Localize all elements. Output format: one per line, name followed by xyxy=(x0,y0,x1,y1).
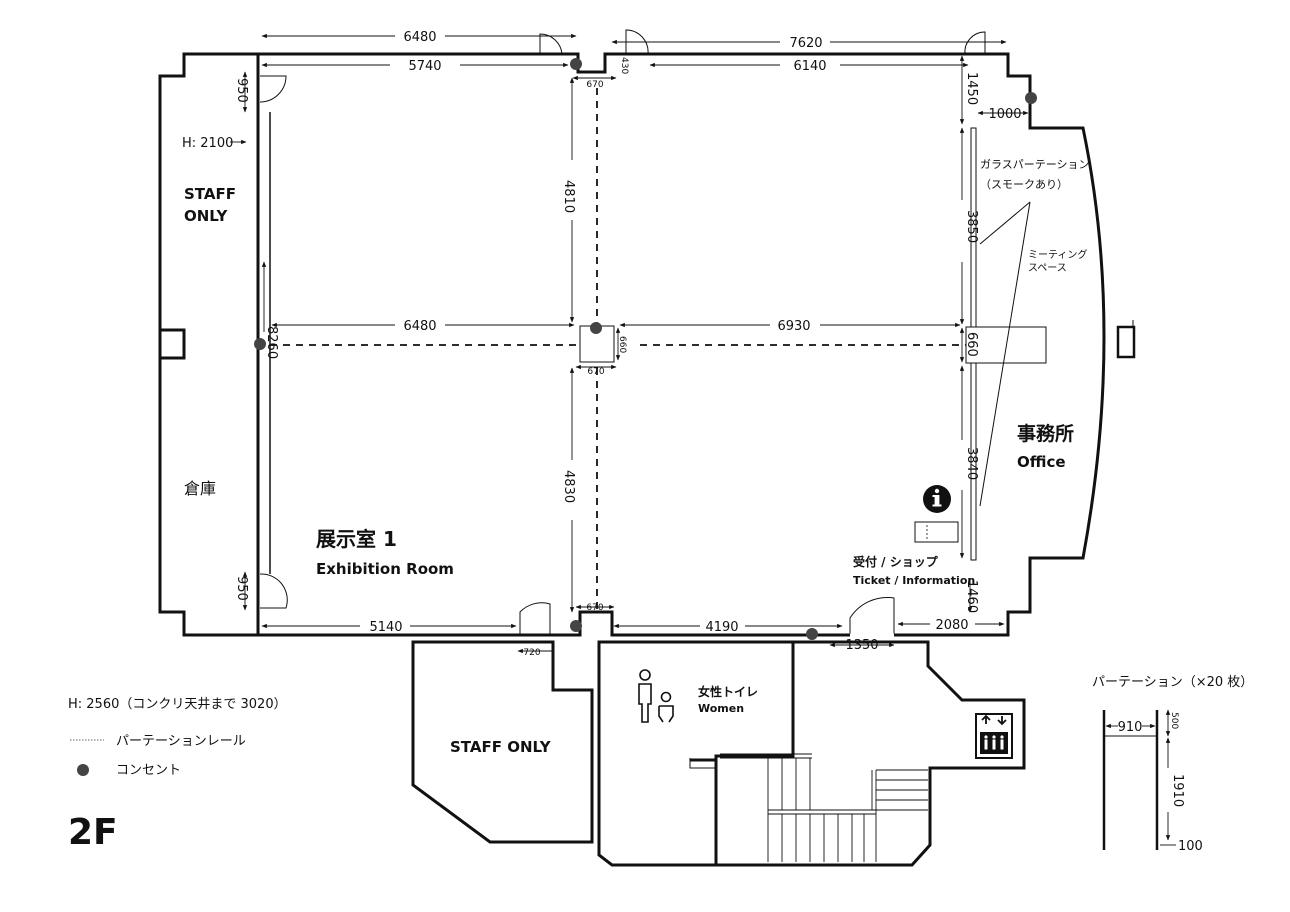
reception-counter xyxy=(914,521,959,543)
dim-right-3850: 3850 xyxy=(964,210,979,243)
partition-width: 910 xyxy=(1118,720,1143,735)
outer-wall xyxy=(256,52,1106,637)
door-bottom-right xyxy=(849,597,895,635)
partition-drawing xyxy=(1102,709,1176,850)
partition-top: 500 xyxy=(1169,712,1179,729)
staff-only-label-2: ONLY xyxy=(184,207,229,225)
door-top-left xyxy=(539,33,563,55)
outlet xyxy=(1025,92,1037,104)
door-top-right xyxy=(964,31,986,55)
dim-right-1000: 1000 xyxy=(988,107,1021,122)
meeting-label-1: ミーティング xyxy=(1028,248,1087,261)
left-notch xyxy=(160,328,186,360)
door-bottom-left xyxy=(519,602,551,635)
reception-label-jp: 受付 / ショップ xyxy=(853,554,939,569)
dimension-lines xyxy=(230,33,1029,654)
outlet xyxy=(254,338,266,350)
partition-detail-title: パーテーション（×20 枚） xyxy=(1092,675,1253,690)
legend-rail: パーテーションレール xyxy=(116,734,246,749)
dim-bottom-670: 670 xyxy=(586,603,603,613)
partition-bottom: 100 xyxy=(1178,839,1203,854)
door-left-top xyxy=(259,75,287,103)
restroom-icon xyxy=(638,669,674,723)
staff-only-room-label: STAFF ONLY xyxy=(450,738,552,756)
partition-height: 1910 xyxy=(1170,774,1185,807)
dim-gap-430: 430 xyxy=(619,57,629,74)
dim-top-670: 670 xyxy=(586,80,603,90)
outlet xyxy=(570,620,582,632)
dim-right-1450: 1450 xyxy=(964,72,979,105)
exhibition-room-en: Exhibition Room xyxy=(316,560,454,578)
womens-restroom-jp: 女性トイレ xyxy=(698,684,758,699)
dim-mid-660: 660 xyxy=(617,336,627,353)
legend-outlet-swatch xyxy=(77,764,89,776)
dim-left-8260: 8260 xyxy=(264,326,279,359)
dim-top-left-outer: 6480 xyxy=(403,30,436,45)
dim-top-left-inner: 5740 xyxy=(408,59,441,74)
storage-label: 倉庫 xyxy=(184,479,216,498)
dim-bottom-5140: 5140 xyxy=(369,620,402,635)
door-left-bottom xyxy=(259,573,288,609)
staff-only-label-1: STAFF xyxy=(184,185,236,203)
staff-area-wall xyxy=(158,52,258,637)
legend-ceiling: H: 2560（コンクリ天井まで 3020） xyxy=(68,697,287,712)
womens-restroom-en: Women xyxy=(698,702,744,715)
corridor-wall xyxy=(716,640,1026,867)
staircase xyxy=(720,753,928,862)
dim-bottom-4190: 4190 xyxy=(705,620,738,635)
floor-label: 2F xyxy=(68,812,118,853)
exhibition-room-jp: 展示室 1 xyxy=(316,527,397,551)
office-label-en: Office xyxy=(1017,453,1066,471)
dim-height-2100: H: 2100 xyxy=(182,136,233,151)
info-icon xyxy=(923,485,951,513)
meeting-label-2: スペース xyxy=(1028,263,1067,274)
dim-mid-left: 6480 xyxy=(403,319,436,334)
dim-top-right-inner: 6140 xyxy=(793,59,826,74)
dim-bottom-1350: 1350 xyxy=(845,638,878,653)
dim-top-right-outer: 7620 xyxy=(789,36,822,51)
legend-outlet: コンセント xyxy=(116,763,181,778)
door-top-mid xyxy=(625,29,649,55)
office-label-jp: 事務所 xyxy=(1017,422,1074,445)
outlet xyxy=(590,322,602,334)
dim-right-3840: 3840 xyxy=(964,447,979,480)
dim-left-950-top: 950 xyxy=(234,78,249,103)
dim-col-4830: 4830 xyxy=(561,470,576,503)
dim-mid-670: 670 xyxy=(587,367,604,377)
womens-restroom-wall xyxy=(597,640,795,867)
dim-right-1460: 1460 xyxy=(964,580,979,613)
dim-bottom-2080: 2080 xyxy=(935,618,968,633)
glass-partition-label-1: ガラスパーテーション xyxy=(980,158,1090,171)
dim-left-950-bottom: 950 xyxy=(234,576,249,601)
glass-partition-label-2: （スモークあり） xyxy=(980,178,1068,191)
dim-right-660: 660 xyxy=(964,332,979,357)
outlet xyxy=(806,628,818,640)
dim-col-4810: 4810 xyxy=(561,180,576,213)
reception-label-en: Ticket / Information xyxy=(853,574,975,587)
staff-only-room-wall xyxy=(411,640,594,844)
outlet xyxy=(570,58,582,70)
dim-mid-right: 6930 xyxy=(777,319,810,334)
elevator-icon xyxy=(975,713,1013,759)
dim-bottom-720: 720 xyxy=(523,648,540,658)
